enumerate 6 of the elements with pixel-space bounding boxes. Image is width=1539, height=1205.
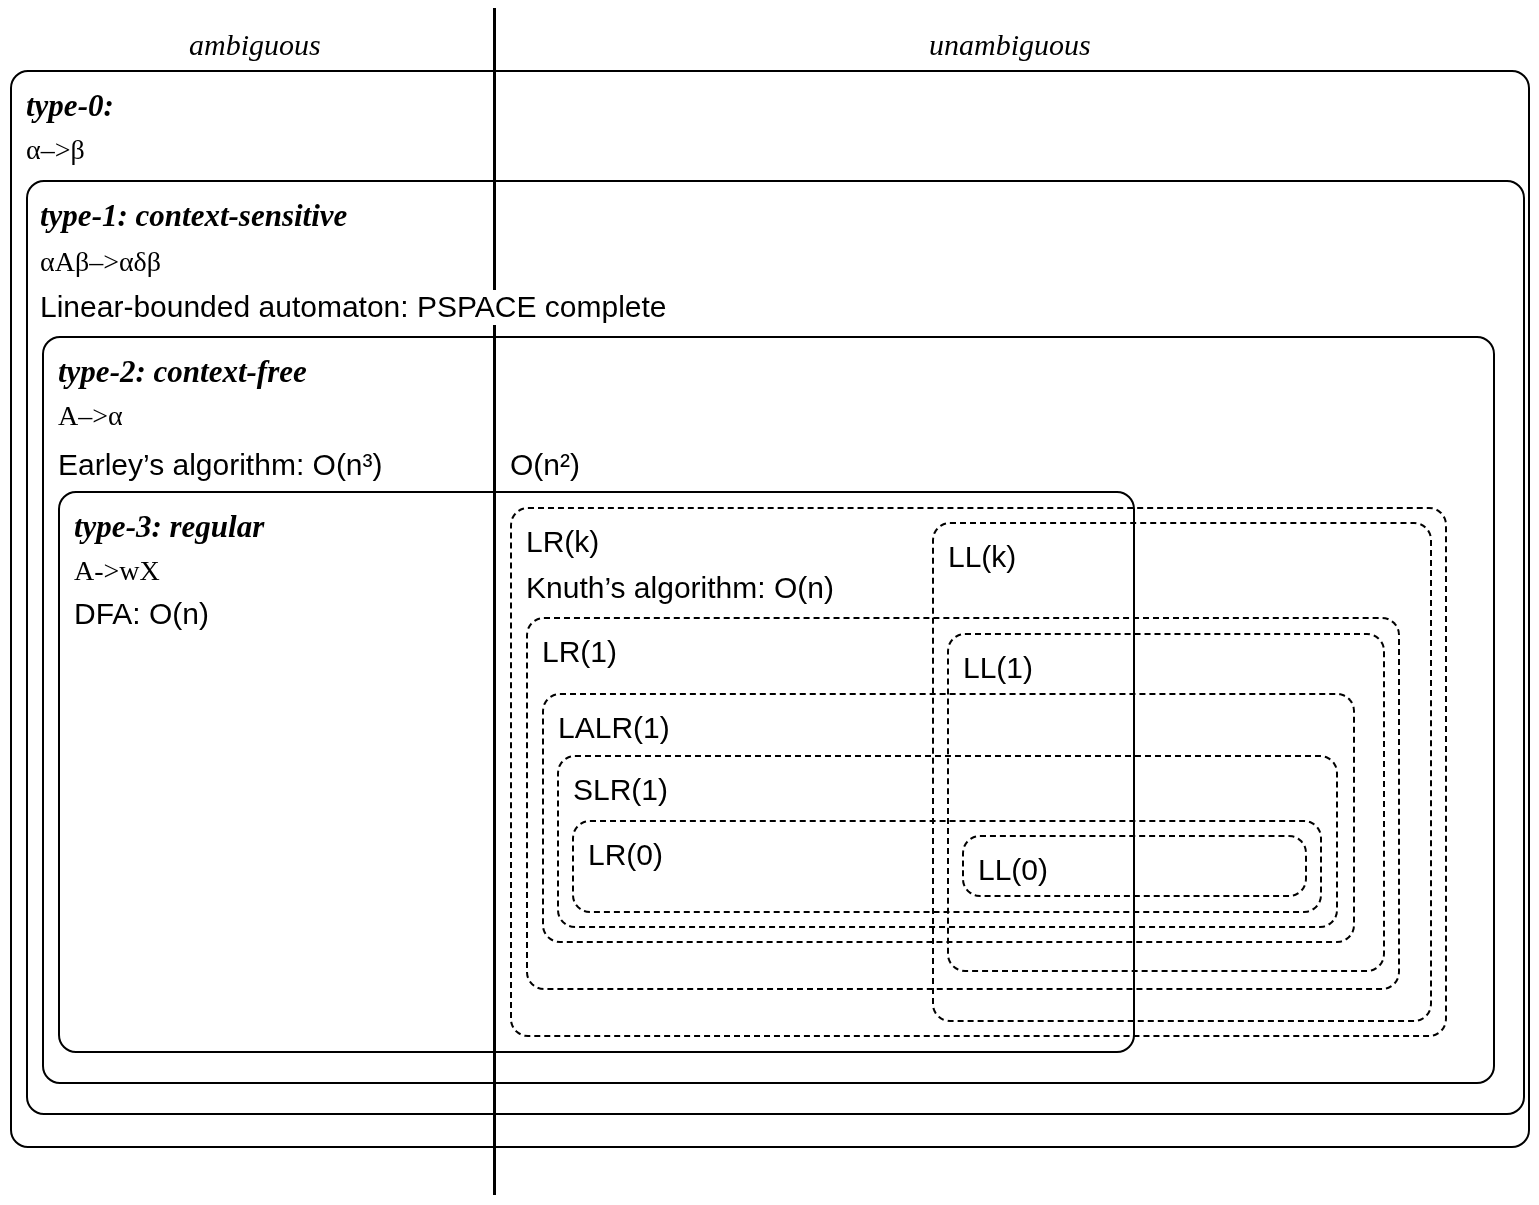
column-heading: unambiguous [929, 28, 1091, 62]
dashed-region-box [962, 835, 1307, 897]
region-box [42, 336, 1495, 1084]
column-heading: ambiguous [189, 28, 321, 62]
dashed-region-box [510, 507, 1447, 1037]
complexity-note: Linear-bounded automaton: PSPACE complete [40, 290, 667, 325]
